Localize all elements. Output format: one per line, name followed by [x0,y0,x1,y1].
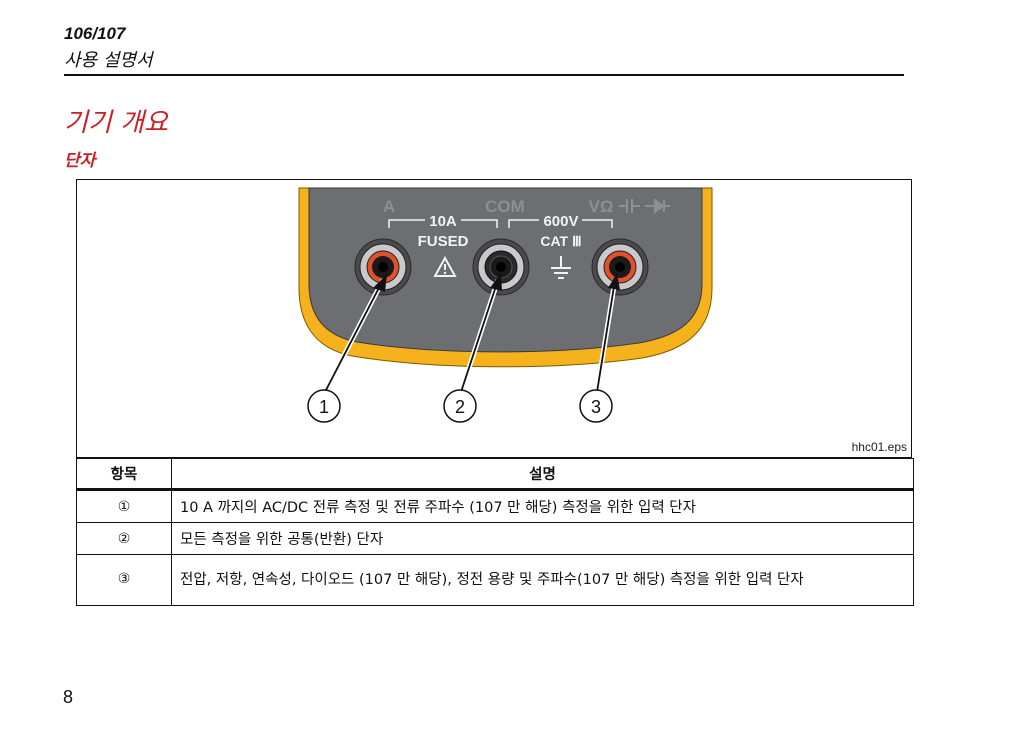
header-rule [64,74,904,76]
capacitor-icon [619,199,640,213]
callout-2-label: 2 [455,397,465,417]
figure-caption: hhc01.eps [851,440,907,454]
terminal-com-jack [472,238,530,296]
ground-icon [551,256,571,279]
label-10a: 10A [429,213,457,230]
label-fused: FUSED [418,233,469,250]
row-description: 모든 측정을 위한 공통(반환) 단자 [171,522,914,555]
section-title: 기기 개요 [64,108,168,138]
page-number: 8 [63,687,74,707]
label-cat: CAT Ⅲ [540,233,581,249]
row-description: 10 A 까지의 AC/DC 전류 측정 및 전류 주파수 (107 만 해당)… [171,489,914,523]
row-number: ① [76,489,172,523]
diode-icon [645,198,670,214]
document-subtitle: 사용 설명서 [64,50,153,71]
table-row: ② 모든 측정을 위한 공통(반환) 단자 [76,522,914,555]
label-v-ohm: VΩ [589,197,614,216]
row-number-label: ② [117,530,131,547]
label-com: COM [485,197,525,216]
section-subtitle: 단자 [64,151,96,171]
header-description: 설명 [171,458,914,491]
table-header-row: 항목 설명 [76,458,914,491]
terminal-a-jack [354,238,412,296]
row-number: ② [76,522,172,555]
callout-1: 1 [307,389,341,423]
terminals-illustration: A COM VΩ 10A FUSED 600V CAT Ⅲ [298,187,713,423]
label-600v: 600V [543,213,578,230]
table-row: ③ 전압, 저항, 연속성, 다이오드 (107 만 해당), 정전 용량 및 … [76,554,914,606]
row-number: ③ [76,554,172,606]
rating-brackets [388,219,613,228]
label-a: A [383,197,395,216]
callout-leaders [322,273,620,394]
row-number-label: ① [117,498,131,515]
header-item: 항목 [76,458,172,491]
terminal-v-jack [591,238,649,296]
document-model: 106/107 [64,24,126,43]
callout-3-label: 3 [591,397,601,417]
warning-icon [433,255,457,277]
callout-1-label: 1 [319,397,329,417]
terminals-table: 항목 설명 ① 10 A 까지의 AC/DC 전류 측정 및 전류 주파수 (1… [76,458,914,606]
row-number-label: ③ [117,571,131,588]
callout-2: 2 [443,389,477,423]
table-row: ① 10 A 까지의 AC/DC 전류 측정 및 전류 주파수 (107 만 해… [76,489,914,523]
terminals-figure: A COM VΩ 10A FUSED 600V CAT Ⅲ [76,179,912,458]
row-description: 전압, 저항, 연속성, 다이오드 (107 만 해당), 정전 용량 및 주파… [171,554,914,606]
callout-3: 3 [579,389,613,423]
